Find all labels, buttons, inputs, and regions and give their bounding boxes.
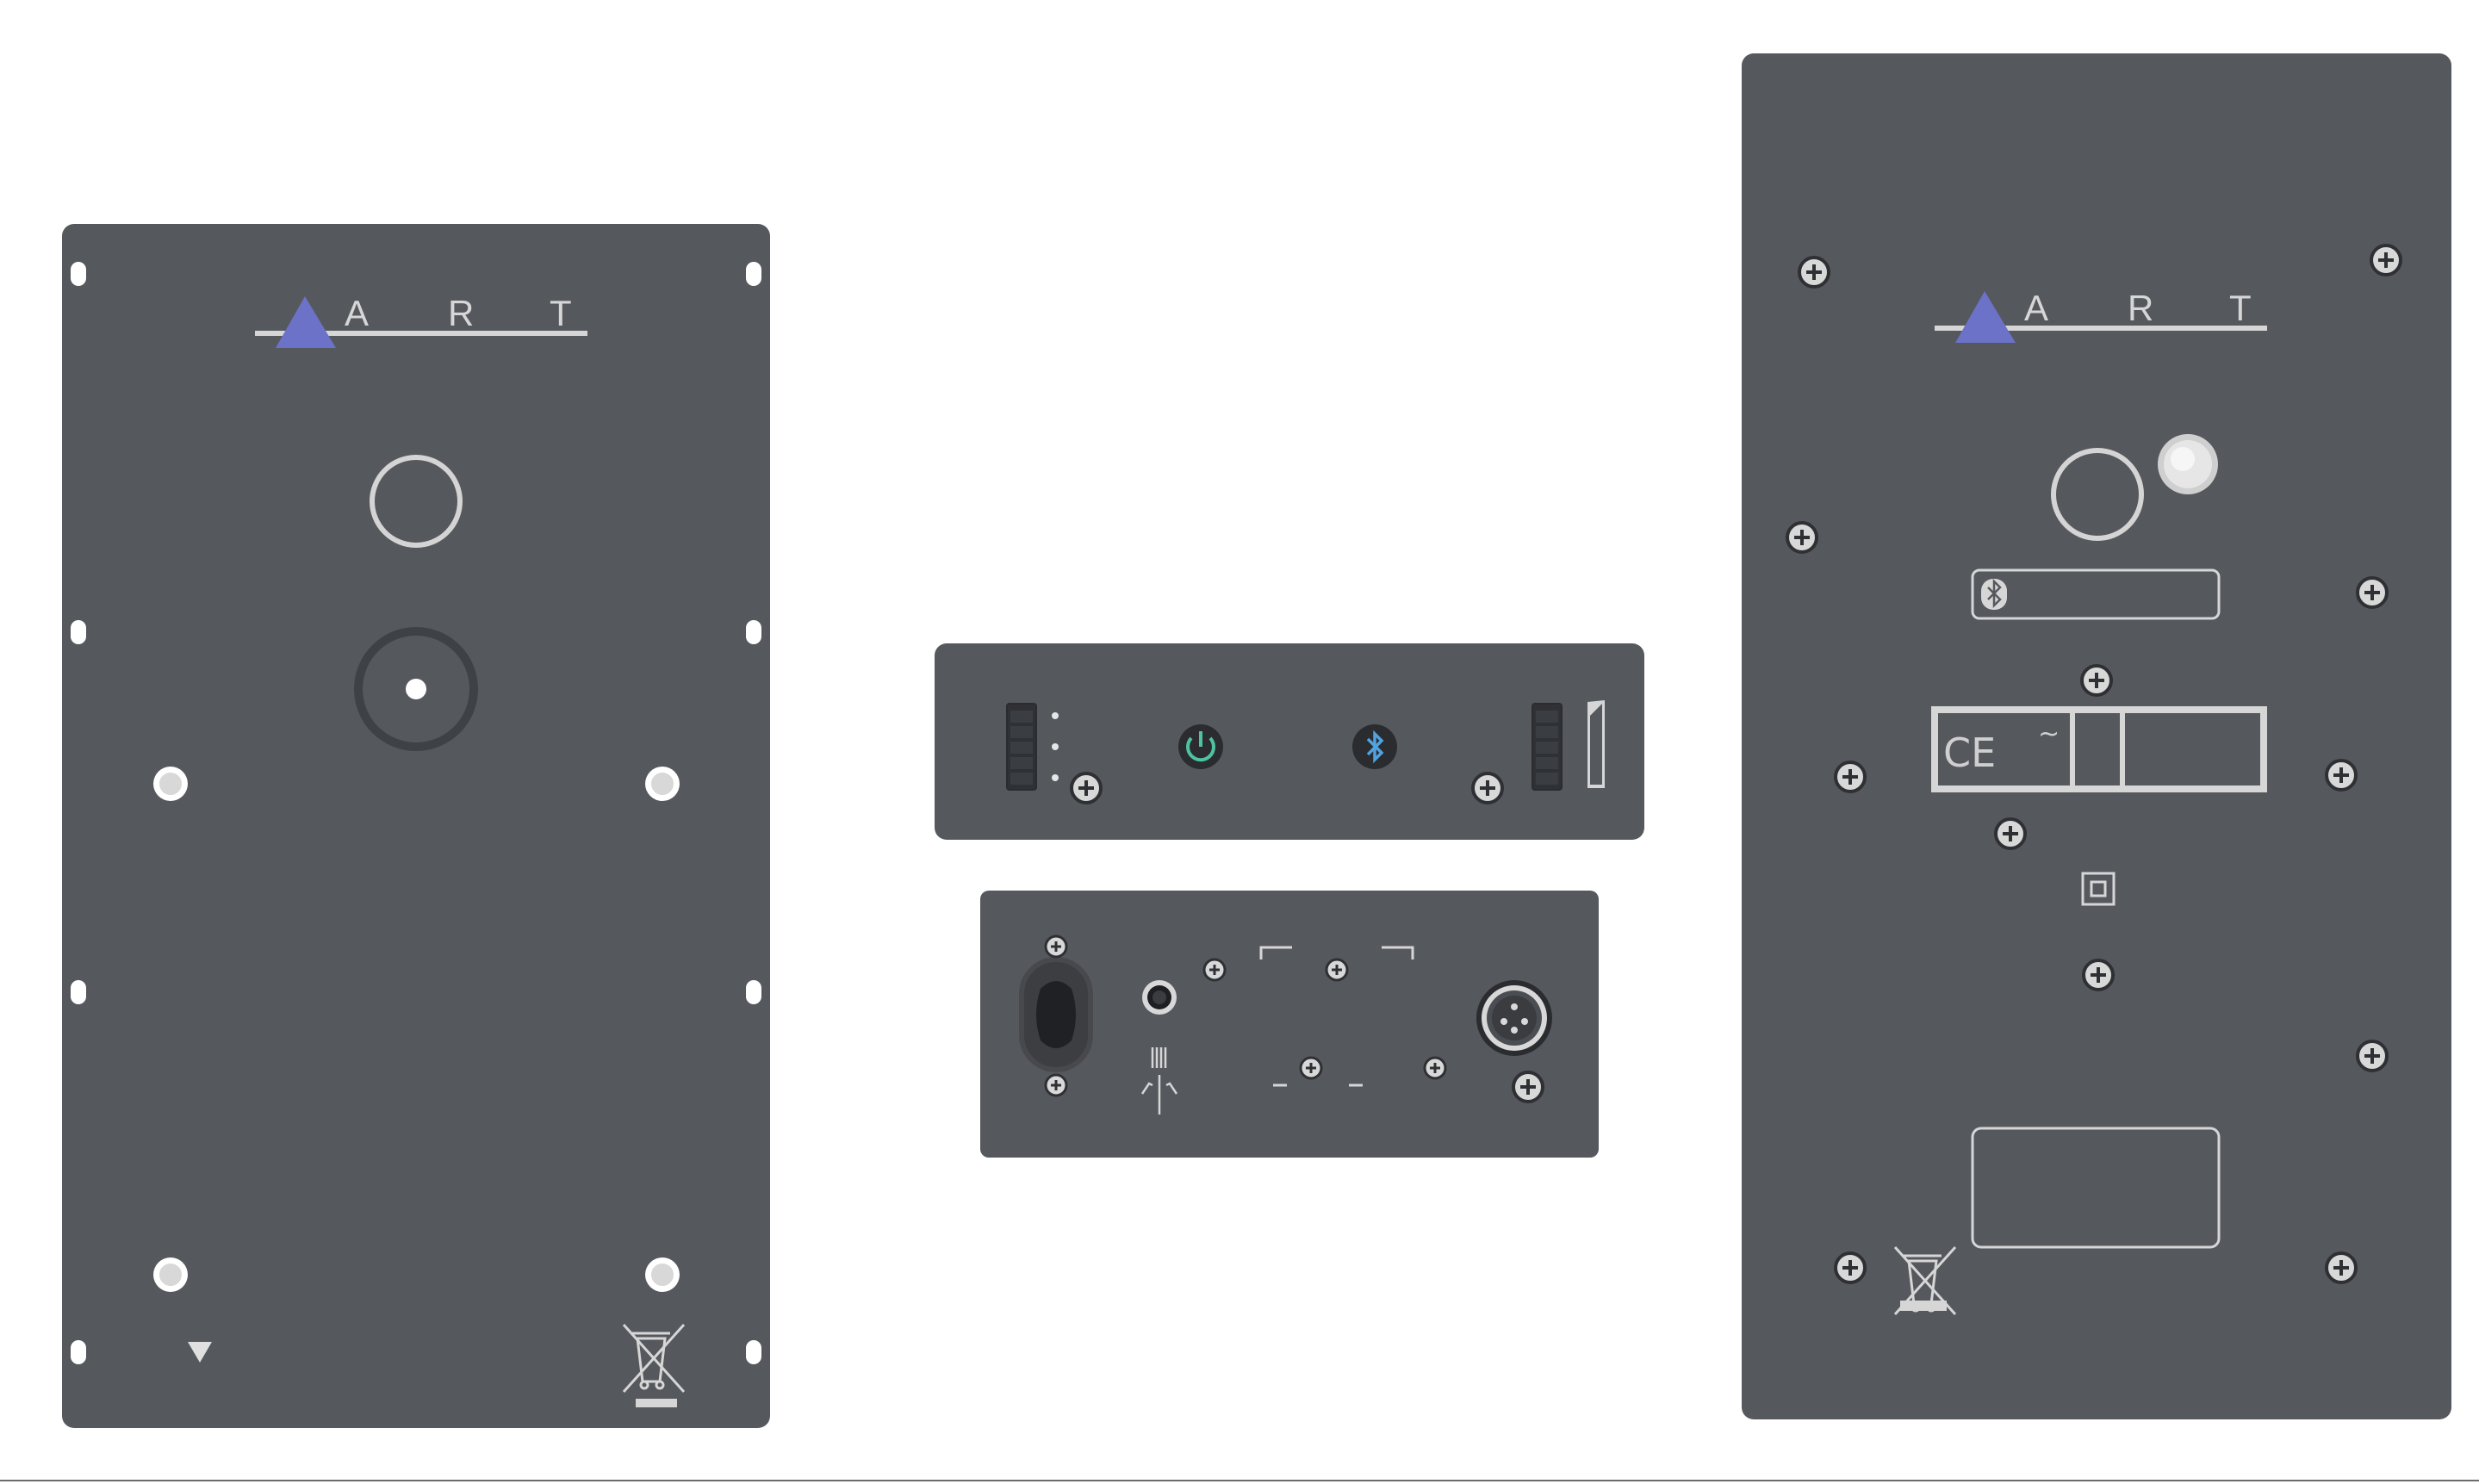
input-symbol-icon — [1142, 1047, 1177, 1115]
xlr-connector-icon[interactable] — [1476, 980, 1552, 1056]
logo-letter-a: A — [2024, 288, 2048, 328]
front-panel-graphics — [935, 643, 1644, 840]
screw-icon — [1836, 762, 1865, 792]
screw-icon — [1513, 1072, 1543, 1102]
ce-mark: CE — [1943, 730, 1996, 776]
level-meter-right — [1532, 704, 1562, 790]
mounting-slot — [746, 620, 761, 644]
screw-icon — [1046, 1075, 1066, 1096]
logo-letter-t: T — [550, 293, 572, 333]
left-panel-graphics: A R T — [62, 224, 770, 1428]
threaded-insert — [153, 1257, 188, 1292]
baseline-rule — [0, 1480, 2479, 1481]
screw-icon — [1787, 523, 1817, 552]
logo-triangle-icon — [1955, 291, 2016, 343]
bluetooth-label-box — [1973, 570, 2219, 618]
rating-label: CE ~ — [1935, 710, 2264, 789]
threaded-insert — [153, 767, 188, 801]
screw-icon — [1204, 959, 1225, 980]
screw-icon — [2358, 1041, 2387, 1071]
mounting-slot — [746, 262, 761, 286]
screw-icon — [2327, 1253, 2356, 1282]
volume-dial[interactable] — [358, 631, 474, 747]
screw-icon — [2082, 666, 2111, 695]
logo-triangle-icon — [276, 296, 336, 348]
triangle-down-icon — [188, 1342, 212, 1363]
mounting-slot — [746, 1340, 761, 1364]
connector-panel-graphics — [980, 891, 1599, 1158]
screw-icon — [2084, 960, 2113, 990]
serial-label-box — [1973, 1128, 2219, 1247]
screw-icon — [2371, 245, 2401, 275]
art-logo: A R T — [1935, 288, 2267, 343]
screw-icon — [2358, 578, 2387, 607]
screw-icon — [1473, 773, 1502, 803]
ac-symbol: ~ — [2038, 719, 2060, 749]
mounting-slot — [71, 1340, 86, 1364]
right-panel: A R T CE ~ — [1742, 53, 2451, 1419]
indicator-ring — [372, 457, 460, 545]
logo-letter-t: T — [2229, 288, 2252, 328]
screw-icon — [1301, 1058, 1321, 1078]
iec-power-socket-icon[interactable] — [1022, 959, 1090, 1070]
art-logo: A R T — [255, 293, 587, 348]
mounting-slot — [71, 980, 86, 1004]
weee-bin-icon — [624, 1325, 684, 1407]
bluetooth-button[interactable] — [1352, 724, 1397, 769]
front-control-panel — [935, 643, 1644, 840]
screw-icon — [1072, 773, 1101, 803]
logo-letter-r: R — [2128, 288, 2153, 328]
right-panel-graphics: A R T CE ~ — [1742, 53, 2451, 1419]
power-button[interactable] — [1178, 724, 1223, 769]
screw-icon — [1326, 959, 1347, 980]
screw-icon — [1799, 258, 1829, 287]
mounting-slot — [71, 262, 86, 286]
headphone-jack-icon[interactable] — [1142, 980, 1177, 1015]
mounting-slot — [746, 980, 761, 1004]
logo-letter-r: R — [448, 293, 474, 333]
threaded-insert — [645, 1257, 680, 1292]
weee-bin-icon — [1895, 1247, 1955, 1314]
double-insulation-icon — [2083, 873, 2114, 904]
logo-letter-a: A — [345, 293, 369, 333]
screw-icon — [1046, 936, 1066, 957]
threaded-insert — [645, 767, 680, 801]
screw-icon — [1425, 1058, 1445, 1078]
left-panel: A R T — [62, 224, 770, 1428]
screw-icon — [2327, 761, 2356, 790]
connector-panel — [980, 891, 1599, 1158]
screw-icon — [1996, 819, 2025, 848]
mounting-slot — [71, 620, 86, 644]
level-meter-left — [1007, 704, 1059, 790]
pairing-light — [2158, 434, 2218, 494]
indicator-ring — [2053, 450, 2141, 538]
screw-icon — [1836, 1253, 1865, 1282]
